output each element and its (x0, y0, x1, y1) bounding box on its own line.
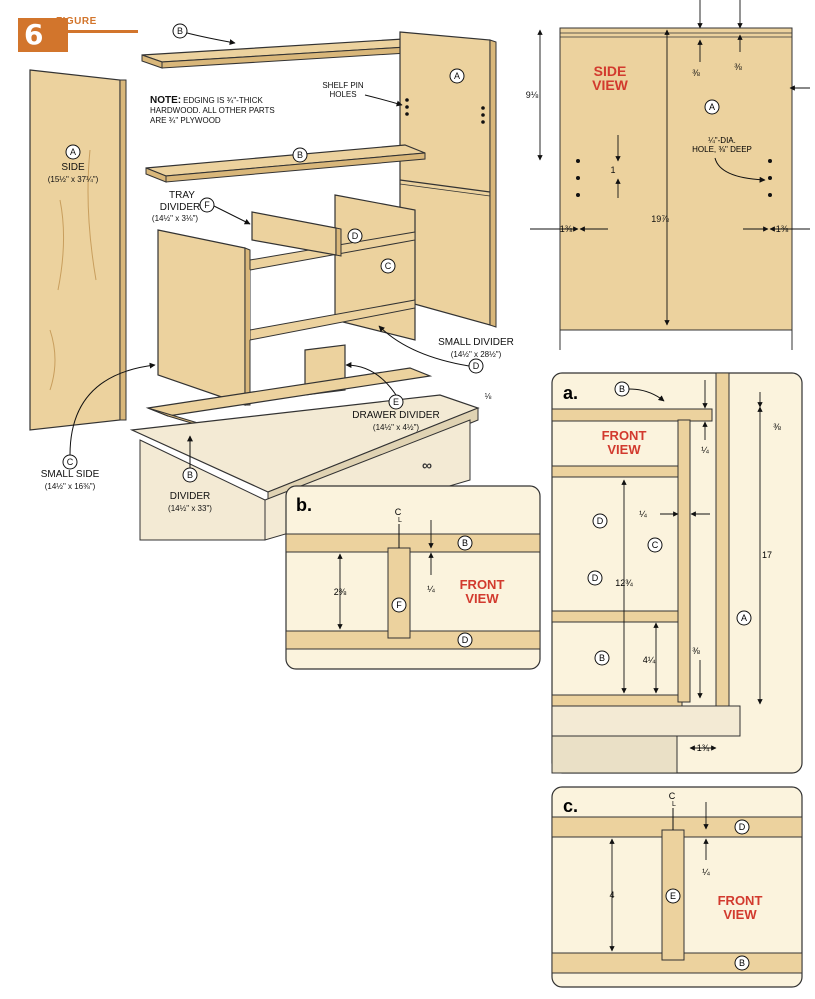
note-line-1: EDGING IS ¾"-THICK (183, 96, 263, 105)
detail-b-part-F: F (396, 600, 402, 610)
svg-text:∞: ∞ (422, 457, 432, 473)
hole-label-2: HOLE, ⅜" DEEP (692, 145, 752, 154)
dim-a-1234: 12¾ (615, 578, 633, 588)
part-label-B3: B (187, 470, 193, 480)
dim-b-238: 2⅜ (334, 587, 347, 597)
dim-c-4: 4 (609, 890, 614, 900)
part-label-D2: D (473, 361, 480, 371)
tray-divider (251, 211, 337, 256)
detail-a-panel: a. B FRONT VIEW D C D A B (551, 372, 803, 774)
part-label-F: F (204, 200, 210, 210)
small-side-size: (14½" x 16⅜") (45, 482, 96, 491)
side-name: SIDE (61, 162, 85, 173)
detail-c-part-D: D (739, 822, 746, 832)
small-divider-label: SMALL DIVIDER (438, 337, 514, 348)
detail-c-panel: c. C L FRONT VIEW D E B 4 ¼ (551, 786, 803, 988)
detail-b-part-B: B (462, 538, 468, 548)
divider-size: (14½" x 33") (168, 504, 212, 513)
side-panel-left-edge (119, 79, 127, 421)
small-side (157, 229, 246, 406)
figure-rule (68, 30, 138, 33)
drawer-divider-size: (14½" x 4½") (373, 423, 419, 432)
shelf-pin-label-2: HOLES (329, 90, 356, 99)
dim-138-b: 1⅜ (776, 224, 789, 234)
dim-19: 19⅞ (651, 214, 669, 224)
detail-b-centerline-l: L (398, 517, 402, 524)
detail-a-part-B: B (619, 384, 625, 394)
detail-c-view-1: FRONT (718, 893, 763, 908)
part-label-D: D (352, 231, 359, 241)
side-view-title-2: VIEW (592, 77, 629, 93)
dim-a-17: 17 (762, 550, 772, 560)
dim-38-a: ⅜ (692, 68, 700, 78)
part-label-B2: B (297, 150, 303, 160)
dim-a-14a: ¼ (701, 445, 709, 455)
side-view-title-1: SIDE (594, 63, 627, 79)
part-label-E: E (393, 397, 399, 407)
dim-a-38: ⅜ (773, 422, 781, 432)
note-line-3: ARE ¾" PLYWOOD (150, 116, 221, 125)
detail-b-view-2: VIEW (465, 591, 499, 606)
detail-a-part-D1: D (597, 516, 604, 526)
detail-c-centerline-l: L (672, 801, 676, 808)
dim-138-a: 1⅜ (560, 224, 573, 234)
detail-a-view-1: FRONT (602, 428, 647, 443)
dim-38-b: ⅜ (734, 62, 742, 72)
drawer-divider-label: DRAWER DIVIDER (352, 410, 439, 421)
side-panel-left (29, 69, 121, 431)
detail-b-panel: b. C L FRONT VIEW B F D 2⅜ ¼ (285, 485, 541, 670)
side-size: (15½" x 37¼") (48, 175, 99, 184)
small-divider-size: (14½" x 28½") (451, 350, 502, 359)
part-label-A2: A (70, 147, 76, 157)
dim-b-14: ¼ (427, 584, 435, 594)
small-side-label: SMALL SIDE (41, 469, 100, 480)
detail-a-letter: a. (563, 383, 578, 403)
divider-label: DIVIDER (170, 491, 211, 502)
hole-label-1: ¼"-DIA. (708, 136, 736, 145)
dim-a-14b: ¼ (639, 509, 647, 519)
note-lead: NOTE: (150, 95, 181, 106)
tray-size: (14½" x 3⅛") (152, 214, 198, 223)
exploded-assembly: ∞ B A B A SIDE (15½" x 37¼") D C F TRAY … (29, 23, 514, 541)
detail-a-part-B2: B (599, 653, 605, 663)
figure-number-badge: 6 (18, 18, 68, 52)
dim-c-14: ¼ (702, 867, 710, 877)
side-view-panel: SIDE VIEW A ¼"-DIA. HOLE, ⅜" DEEP 9⅛ ⅜ (526, 0, 810, 350)
note-line-2: HARDWOOD. ALL OTHER PARTS (150, 106, 275, 115)
edge-note: ⅛ (485, 392, 492, 401)
side-view-part-A: A (709, 102, 715, 112)
part-label-B: B (177, 26, 183, 36)
detail-c-centerline-c: C (669, 791, 676, 801)
dim-1: 1 (610, 165, 615, 175)
dim-a-38b: ⅜ (692, 646, 700, 656)
detail-a-view-2: VIEW (607, 442, 641, 457)
tray-label-1: TRAY (169, 190, 195, 201)
detail-a-part-A: A (741, 613, 747, 623)
tray-label-2: DIVIDER (160, 202, 201, 213)
dim-a-414: 4¼ (643, 655, 656, 665)
figure-label: FIGURE (56, 16, 97, 27)
detail-b-letter: b. (296, 495, 312, 515)
detail-b-part-D: D (462, 635, 469, 645)
part-label-C2: C (67, 457, 74, 467)
part-label-A: A (454, 71, 460, 81)
detail-a-part-C: C (652, 540, 659, 550)
svg-text:NOTE:EDGING IS ¾"-THICK: NOTE:EDGING IS ¾"-THICK (150, 95, 264, 106)
detail-c-view-2: VIEW (723, 907, 757, 922)
shelf-pin-label-1: SHELF PIN (322, 81, 364, 90)
detail-c-letter: c. (563, 796, 578, 816)
detail-b-centerline-c: C (395, 507, 402, 517)
dim-a-134: 1¾ (697, 743, 710, 753)
detail-c-part-E: E (670, 891, 676, 901)
part-label-C: C (385, 261, 392, 271)
dim-9: 9⅛ (526, 90, 539, 100)
detail-b-view-1: FRONT (460, 577, 505, 592)
detail-a-part-D2: D (592, 573, 599, 583)
detail-c-part-B: B (739, 958, 745, 968)
